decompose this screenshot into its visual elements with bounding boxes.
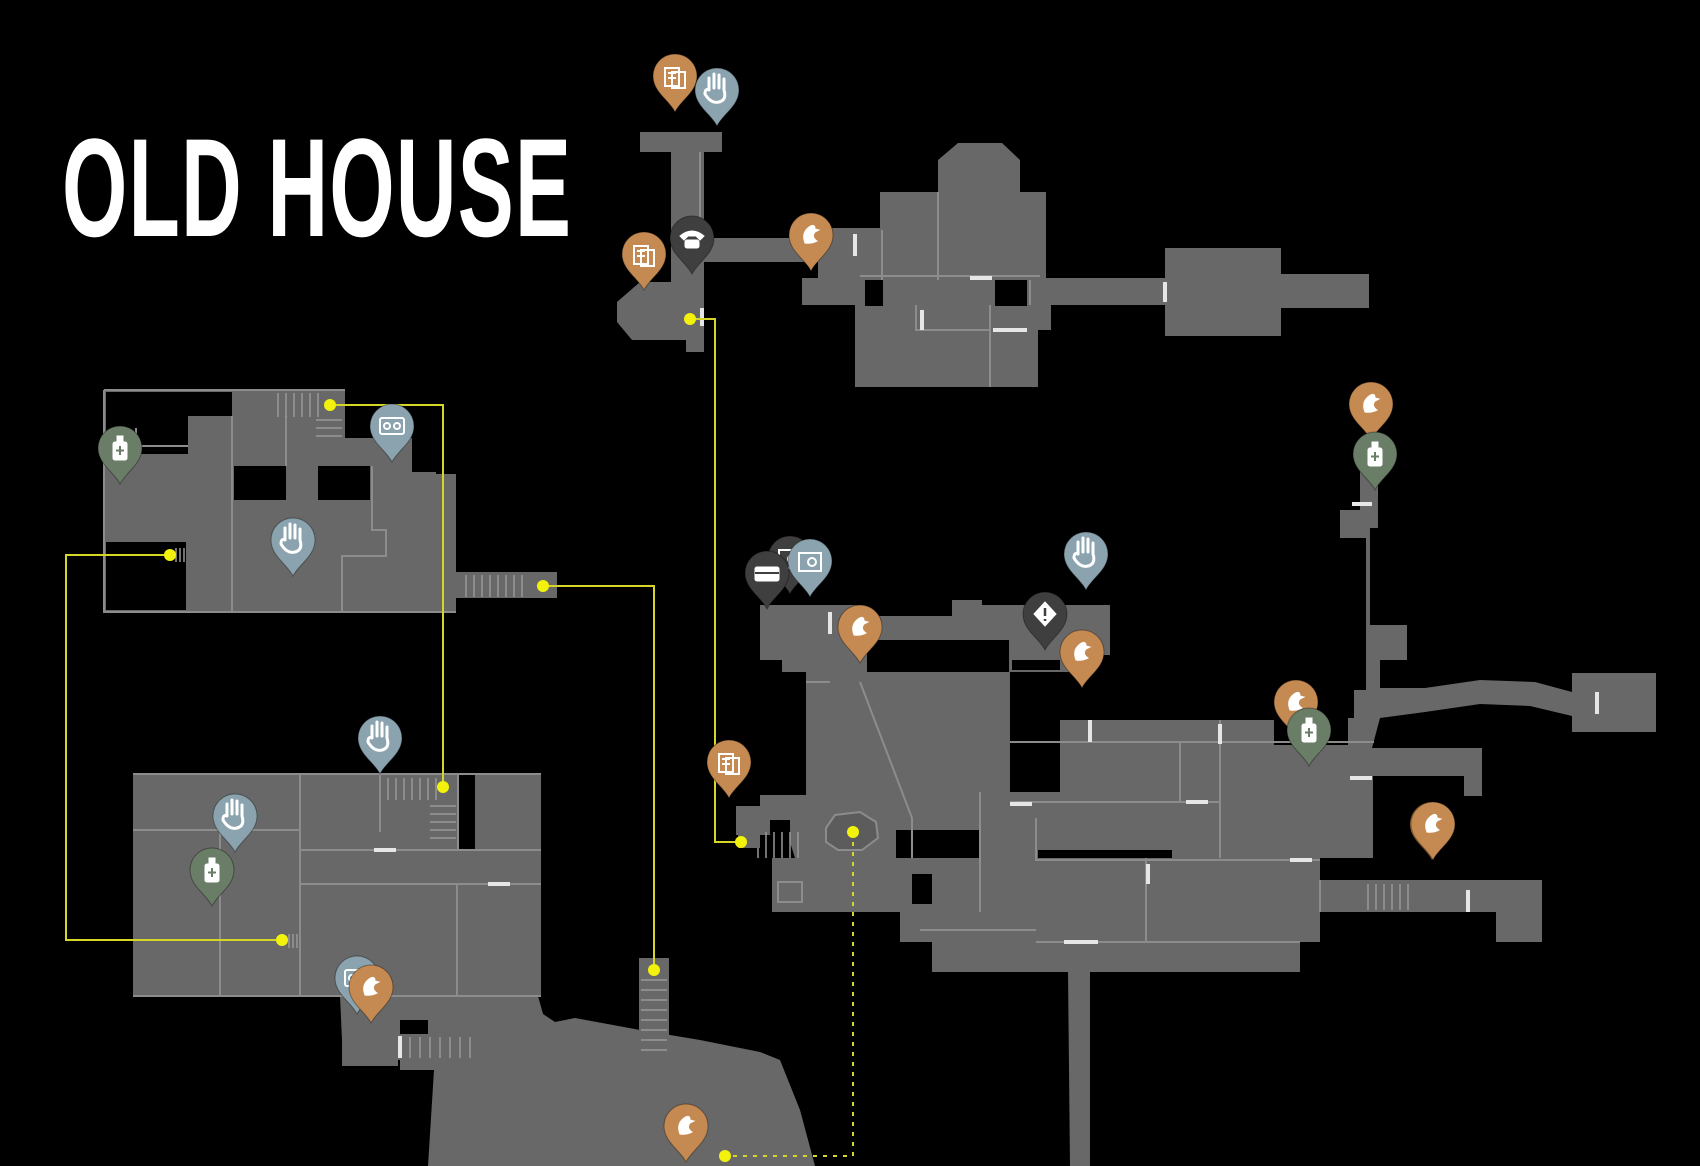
heal-marker[interactable] [97, 425, 143, 486]
bird-icon [1363, 393, 1381, 413]
route-node [324, 399, 336, 411]
route-node [537, 580, 549, 592]
route-node [437, 781, 449, 793]
phone-marker[interactable] [669, 215, 715, 276]
save-marker[interactable] [348, 964, 394, 1025]
dark-marker[interactable] [744, 550, 790, 611]
right-complex [736, 452, 1656, 1166]
hand-marker[interactable] [212, 793, 258, 854]
cassette-icon [379, 417, 405, 435]
route-node [164, 549, 176, 561]
hand-icon [703, 72, 727, 104]
route-node [735, 836, 747, 848]
bird-icon [678, 1115, 696, 1135]
heal-marker[interactable] [189, 847, 235, 908]
bird-icon [363, 976, 381, 996]
save-marker[interactable] [1059, 629, 1105, 690]
route-lines [65, 318, 854, 1157]
bird-icon [1074, 641, 1092, 661]
medicine-icon [112, 435, 128, 461]
hand-marker[interactable] [1063, 531, 1109, 592]
left-upper-building [103, 389, 557, 613]
save-marker[interactable] [788, 212, 834, 273]
file-icon [633, 245, 655, 267]
save-marker[interactable] [837, 604, 883, 665]
medicine-icon [1367, 441, 1383, 467]
medicine-icon [1301, 717, 1317, 743]
route-node [719, 1150, 731, 1162]
cassette-marker[interactable] [369, 403, 415, 464]
route-node [684, 313, 696, 325]
route-node [648, 964, 660, 976]
file-marker[interactable] [706, 739, 752, 800]
map-title: OLD HOUSE [62, 109, 573, 266]
safe-icon [798, 552, 822, 572]
medicine-icon [204, 857, 220, 883]
bird-icon [1425, 813, 1443, 833]
hand-marker[interactable] [270, 517, 316, 578]
dark-marker[interactable] [1022, 591, 1068, 652]
warning-icon [1033, 601, 1057, 627]
file-icon [718, 753, 740, 775]
route-node [847, 826, 859, 838]
bird-icon [852, 616, 870, 636]
file-icon [664, 67, 686, 89]
chest-icon [754, 566, 780, 582]
file-marker[interactable] [652, 53, 698, 114]
heal-marker[interactable] [1286, 707, 1332, 768]
heal-marker[interactable] [1352, 431, 1398, 492]
map-markers [97, 53, 1456, 1164]
file-marker[interactable] [621, 231, 667, 292]
hand-marker[interactable] [694, 67, 740, 128]
phone-icon [679, 230, 705, 249]
save-marker[interactable] [663, 1103, 709, 1164]
top-building [617, 132, 1369, 387]
save-marker[interactable] [1410, 801, 1456, 862]
hand-marker[interactable] [357, 715, 403, 776]
hand-icon [279, 522, 303, 554]
route-node [276, 934, 288, 946]
save-marker[interactable] [1348, 381, 1394, 442]
bird-icon [1288, 691, 1306, 711]
bird-icon [803, 224, 821, 244]
hand-icon [221, 798, 245, 830]
safe-marker[interactable] [787, 538, 833, 599]
hand-icon [1072, 536, 1096, 568]
route-nodes [164, 313, 859, 1162]
hand-icon [366, 720, 390, 752]
